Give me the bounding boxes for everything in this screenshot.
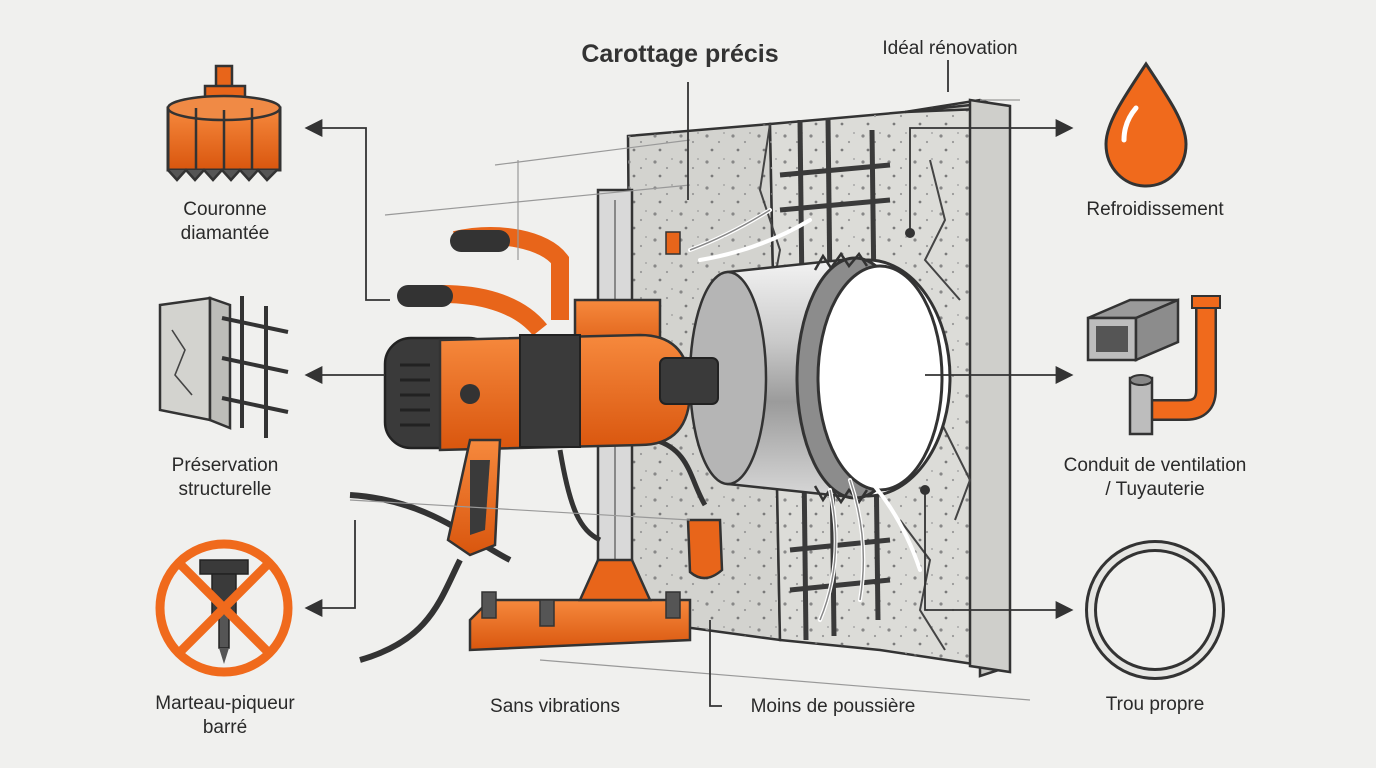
trou-propre-label: Trou propre [1105,694,1205,715]
moins-de-poussiere-label: Moins de poussière [750,696,916,717]
water-drop-icon [1104,61,1188,188]
conduit-tuyauterie-label: Conduit de ventilation / Tuyauterie [1063,455,1247,500]
sans-vibrations-label: Sans vibrations [490,696,620,717]
ideal-renovation-label: Idéal rénovation [882,38,1018,59]
drill-stand [468,188,692,652]
leader-dot [905,228,915,238]
duct-pipe-icon [1086,295,1221,436]
callout-leaders [304,60,1074,707]
refroidissement-label: Refroidissement [1086,199,1224,220]
couronne-diamantee-label: Couronne diamantée [180,199,270,244]
preservation-structurelle-label: Préservation structurelle [171,455,279,500]
guide-lines [349,99,1031,701]
title-label: Carottage précis [581,40,779,68]
leader-dot [920,485,930,495]
jackhammer-prohibited-icon [155,539,293,677]
reinforced-concrete-icon [158,296,289,438]
ring-icon [1085,540,1225,680]
water-spray-outline [689,209,865,621]
hole-and-core-bit [688,251,952,505]
core-drill-machine-illustration [349,227,724,663]
core-bit-icon [166,64,282,182]
marteau-piqueur-barre-label: Marteau-piqueur barré [155,693,295,738]
